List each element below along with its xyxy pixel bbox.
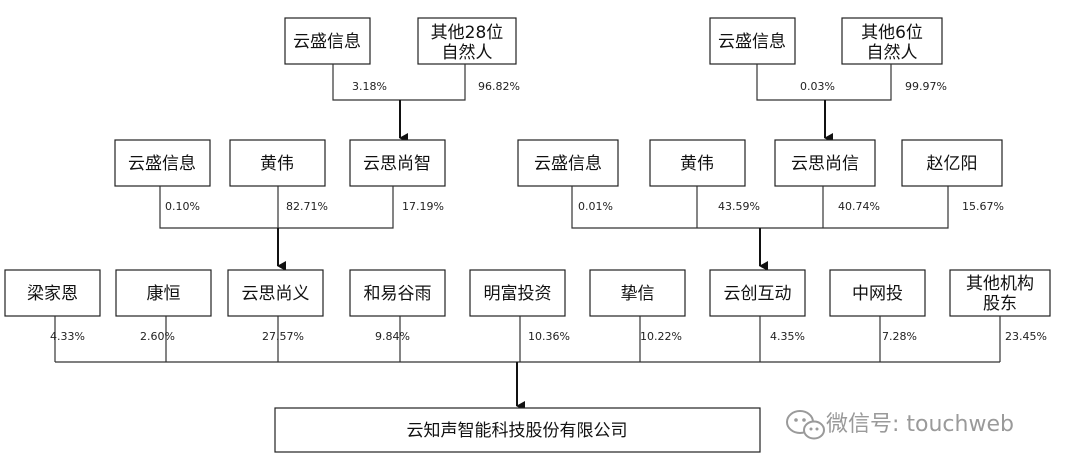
shareholder-box: [589, 269, 686, 317]
g3-pct-2: 17.19%: [402, 200, 444, 213]
shareholder-name: 梁家恩: [27, 284, 78, 304]
bottom-shareholder-4: 明富投资: [469, 269, 566, 317]
g3-shareholder-huangwei: 黄伟: [229, 139, 326, 187]
shareholder-pct: 10.22%: [640, 330, 682, 343]
shareholder-pct: 23.45%: [1005, 330, 1047, 343]
shareholder-box: [4, 269, 101, 317]
shareholder-pct: 4.35%: [770, 330, 805, 343]
shareholder-pct: 9.84%: [375, 330, 410, 343]
svg-text:自然人: 自然人: [867, 43, 918, 63]
svg-text:云盛信息: 云盛信息: [718, 32, 786, 52]
svg-text:黄伟: 黄伟: [260, 154, 294, 174]
svg-text:黄伟: 黄伟: [680, 154, 714, 174]
g4-pct-3: 15.67%: [962, 200, 1004, 213]
shareholder-name-line: 股东: [983, 294, 1017, 314]
g2-pct-left: 0.03%: [800, 80, 835, 93]
shareholder-name: 明富投资: [484, 284, 552, 304]
g1-shareholder-other-natural-persons: 其他28位 自然人: [417, 17, 517, 65]
shareholder-box: [469, 269, 566, 317]
wechat-icon: [786, 410, 825, 440]
shareholder-name: 挚信: [621, 284, 655, 304]
shareholder-box: [949, 269, 1051, 317]
g4-pct-1: 43.59%: [718, 200, 760, 213]
shareholder-name: 康恒: [147, 284, 181, 304]
watermark-text: 微信号: touchweb: [826, 412, 1014, 437]
svg-text:自然人: 自然人: [442, 43, 493, 63]
shareholder-name: 云创互动: [724, 284, 792, 304]
svg-text:其他6位: 其他6位: [861, 23, 923, 43]
shareholder-pct: 27.57%: [262, 330, 304, 343]
shareholder-name: 和易谷雨: [364, 284, 432, 304]
g4-shareholder-zhaoyiyang: 赵亿阳: [901, 139, 1003, 187]
shareholder-box: [227, 269, 324, 317]
g4-pct-0: 0.01%: [578, 200, 613, 213]
shareholder-pct: 2.60%: [140, 330, 175, 343]
svg-text:云盛信息: 云盛信息: [293, 32, 361, 52]
g2-shareholder-yunsheng: 云盛信息: [709, 17, 796, 65]
shareholder-box: [115, 269, 212, 317]
g3-shareholder-yunsheng: 云盛信息: [114, 139, 211, 187]
g1-pct-left: 3.18%: [352, 80, 387, 93]
shareholder-box: [709, 269, 806, 317]
shareholder-pct: 10.36%: [528, 330, 570, 343]
shareholder-name-line: 其他机构: [966, 274, 1034, 294]
svg-text:云盛信息: 云盛信息: [128, 154, 196, 174]
g1-shareholder-yunsheng: 云盛信息: [284, 17, 371, 65]
g3-pct-0: 0.10%: [165, 200, 200, 213]
bottom-shareholder-1: 康恒: [115, 269, 212, 317]
g1-pct-right: 96.82%: [478, 80, 520, 93]
svg-text:云思尚信: 云思尚信: [791, 154, 859, 174]
target-company: 云知声智能科技股份有限公司: [274, 407, 761, 453]
bottom-shareholder-6: 云创互动: [709, 269, 806, 317]
svg-text:其他28位: 其他28位: [431, 23, 504, 43]
shareholder-pct: 4.33%: [50, 330, 85, 343]
watermark: 微信号: touchweb: [786, 410, 1014, 440]
shareholder-box: [829, 269, 926, 317]
g4-shareholder-huangwei: 黄伟: [649, 139, 746, 187]
g4-pct-2: 40.74%: [838, 200, 880, 213]
bottom-shareholder-7: 中网投: [829, 269, 926, 317]
g4-shareholder-yunsheng: 云盛信息: [517, 139, 619, 187]
g2-shareholder-other-natural-persons: 其他6位 自然人: [841, 17, 943, 65]
shareholder-name: 云思尚义: [242, 284, 310, 304]
shareholder-box: [349, 269, 446, 317]
svg-text:云思尚智: 云思尚智: [363, 154, 431, 174]
bottom-shareholder-row: 梁家恩 4.33% 康恒 2.60% 云思尚义 27.57% 和易谷雨 9.84% 明富投资 10…: [4, 269, 1051, 411]
svg-text:赵亿阳: 赵亿阳: [927, 154, 978, 174]
bottom-shareholder-3: 和易谷雨: [349, 269, 446, 317]
bottom-shareholder-5: 挚信: [589, 269, 686, 317]
shareholder-pct: 7.28%: [882, 330, 917, 343]
g3-pct-1: 82.71%: [286, 200, 328, 213]
bottom-shareholder-0: 梁家恩: [4, 269, 101, 317]
g4-shareholder-yunsishangxin: 云思尚信: [774, 139, 876, 187]
shareholder-name: 中网投: [852, 284, 903, 304]
svg-text:云盛信息: 云盛信息: [534, 154, 602, 174]
bottom-shareholder-2: 云思尚义: [227, 269, 324, 317]
svg-text:云知声智能科技股份有限公司: 云知声智能科技股份有限公司: [407, 421, 628, 441]
g2-pct-right: 99.97%: [905, 80, 947, 93]
g3-shareholder-yunsishangzhi: 云思尚智: [349, 139, 446, 187]
